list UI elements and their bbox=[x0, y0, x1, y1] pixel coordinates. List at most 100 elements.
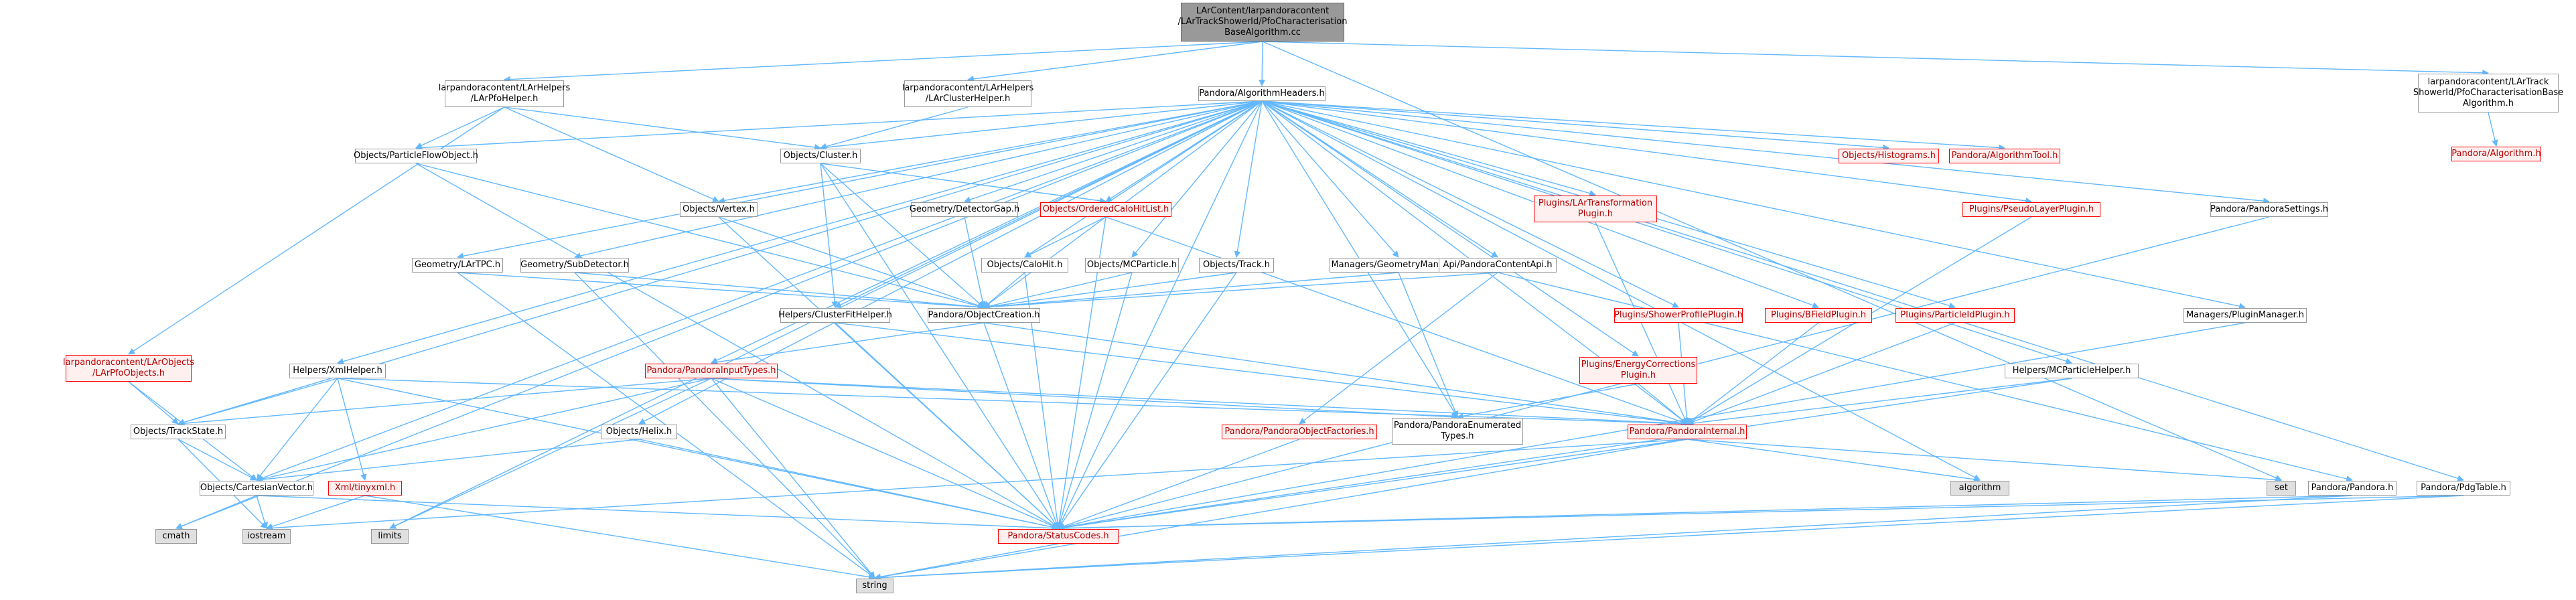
node-plugins-shower-profile[interactable]: Plugins/ShowerProfilePlugin.h bbox=[1614, 308, 1743, 323]
node-geometry-lartpc[interactable]: Geometry/LArTPC.h bbox=[412, 258, 503, 273]
node-objects-vertex[interactable]: Objects/Vertex.h bbox=[680, 202, 758, 217]
edge-pandora_pdgtable-to-pandora_statuscodes bbox=[1058, 495, 2464, 532]
node-lar-pfo-objects[interactable]: larpandoracontent/LArObjects /LArPfoObje… bbox=[63, 355, 194, 382]
edge-pandora_algheaders-to-plugins_energycorr bbox=[1261, 100, 1639, 357]
node-objects-track[interactable]: Objects/Track.h bbox=[1199, 258, 1274, 273]
node-lar-cluster-helper[interactable]: larpandoracontent/LArHelpers /LArCluster… bbox=[902, 80, 1033, 107]
node-pandora-status-codes[interactable]: Pandora/StatusCodes.h bbox=[998, 529, 1119, 544]
node-plugins-pseudo-layer[interactable]: Plugins/PseudoLayerPlugin.h bbox=[1962, 202, 2100, 217]
edge-lar_pfoobjects-to-objects_trackstate bbox=[128, 381, 179, 425]
edge-pandora_algheaders-to-pandora_statuscodes bbox=[1058, 100, 1263, 529]
node-objects-histograms[interactable]: Objects/Histograms.h bbox=[1839, 149, 1939, 163]
edge-pandora_objfactories-to-pandora_statuscodes bbox=[1058, 439, 1300, 530]
node-pandora-settings[interactable]: Pandora/PandoraSettings.h bbox=[2210, 202, 2328, 217]
node-std-string: string bbox=[856, 579, 893, 593]
node-objects-cartesian-vector[interactable]: Objects/CartesianVector.h bbox=[200, 481, 313, 496]
edge-pandora_algheaders-to-plugins_lartransform bbox=[1261, 100, 1596, 197]
edge-pandora_algheaders-to-helpers_mcparticle bbox=[1261, 100, 2072, 364]
node-managers-plugin-manager[interactable]: Managers/PluginManager.h bbox=[2184, 308, 2307, 323]
node-pandora-pandora[interactable]: Pandora/Pandora.h bbox=[2308, 481, 2396, 496]
node-pandora-input-types[interactable]: Pandora/PandoraInputTypes.h bbox=[645, 364, 778, 378]
edge-pandora_pandora-to-string bbox=[874, 495, 2353, 581]
edge-pandora_objcreation-to-pandora_internal bbox=[983, 322, 1688, 427]
node-root-file: LArContent/larpandoracontent /LArTrackSh… bbox=[1178, 3, 1347, 42]
node-objects-calo-hit[interactable]: Objects/CaloHit.h bbox=[981, 258, 1068, 273]
edge-lar_pfochar_h-to-pandora_algorithm bbox=[2488, 112, 2498, 147]
edge-pandora_algheaders-to-objects_cartvector bbox=[256, 100, 1263, 481]
edge-pandora_algheaders-to-geometry_detgap bbox=[964, 100, 1263, 203]
edge-geometry_lartpc-to-pandora_objcreation bbox=[457, 272, 985, 311]
node-plugins-lar-transformation[interactable]: Plugins/LArTransformation Plugin.h bbox=[1534, 196, 1657, 222]
edge-root-to-lar_pfochar_h bbox=[1262, 41, 2489, 76]
edge-objects_helix-to-pandora_statuscodes bbox=[638, 439, 1059, 530]
node-plugins-energy-corrections[interactable]: Plugins/EnergyCorrections Plugin.h bbox=[1579, 357, 1697, 384]
edge-lar_pfohelper-to-lar_pfoobjects bbox=[128, 106, 505, 355]
edge-pandora_internal-to-algorithm bbox=[1687, 439, 1981, 483]
edge-pandora_algheaders-to-plugins_pseudolayer bbox=[1261, 100, 2032, 204]
edge-api_contentapi-to-pandora_objfactories bbox=[1299, 272, 1498, 425]
edge-lar_clusterhelper-to-objects_cluster bbox=[820, 106, 969, 150]
node-objects-cluster[interactable]: Objects/Cluster.h bbox=[780, 149, 861, 163]
node-helpers-xml-helper[interactable]: Helpers/XmlHelper.h bbox=[289, 364, 386, 378]
node-geometry-detector-gap[interactable]: Geometry/DetectorGap.h bbox=[910, 202, 1019, 217]
edge-pandora_algheaders-to-geometry_lartpc bbox=[457, 100, 1263, 260]
node-geometry-subdetector[interactable]: Geometry/SubDetector.h bbox=[520, 258, 629, 273]
edge-objects_cluster-to-objects_orderedcalo bbox=[820, 163, 1106, 204]
edge-objects_orderedcalo-to-objects_calohit bbox=[1024, 216, 1106, 258]
edge-objects_helix-to-objects_cartvector bbox=[256, 439, 640, 483]
edge-objects_calohit-to-pandora_objcreation bbox=[983, 272, 1025, 308]
node-pandora-algorithm-headers[interactable]: Pandora/AlgorithmHeaders.h bbox=[1198, 86, 1326, 101]
node-plugins-bfield[interactable]: Plugins/BFieldPlugin.h bbox=[1765, 308, 1872, 323]
node-std-iostream: iostream bbox=[242, 529, 291, 544]
node-xml-tinyxml[interactable]: Xml/tinyxml.h bbox=[328, 481, 402, 496]
edge-pandora_algheaders-to-objects_track bbox=[1234, 100, 1263, 258]
edge-helpers_xml-to-pandora_statuscodes bbox=[337, 378, 1059, 530]
edge-objects_track-to-pandora_statuscodes bbox=[1058, 272, 1237, 529]
node-pandora-pandora-internal[interactable]: Pandora/PandoraInternal.h bbox=[1628, 425, 1747, 439]
node-lar-pfo-helper[interactable]: larpandoracontent/LArHelpers /LArPfoHelp… bbox=[439, 80, 570, 107]
node-std-limits: limits bbox=[371, 529, 409, 544]
node-std-algorithm: algorithm bbox=[1950, 481, 2009, 496]
edge-pandora_algheaders-to-objects_pfo bbox=[415, 100, 1263, 151]
node-managers-geometry-manager[interactable]: Managers/GeometryManager.h bbox=[1330, 258, 1468, 273]
node-pandora-object-factories[interactable]: Pandora/PandoraObjectFactories.h bbox=[1222, 425, 1377, 439]
edge-helpers_clusterfit-to-pandora_internal bbox=[835, 322, 1688, 427]
node-api-pandora-content-api[interactable]: Api/PandoraContentApi.h bbox=[1439, 258, 1557, 273]
edge-objects_cartvector-to-cmath bbox=[175, 495, 257, 530]
node-objects-track-state[interactable]: Objects/TrackState.h bbox=[131, 425, 226, 439]
node-pandora-algorithm[interactable]: Pandora/Algorithm.h bbox=[2451, 147, 2541, 161]
edge-pandora_algheaders-to-helpers_xml bbox=[337, 100, 1263, 365]
node-helpers-mc-particle-helper[interactable]: Helpers/MCParticleHelper.h bbox=[2005, 364, 2139, 378]
edge-pandora_algheaders-to-pandora_inputtypes bbox=[711, 100, 1263, 364]
edge-objects_cluster-to-pandora_statuscodes bbox=[820, 163, 1059, 529]
edge-pandora_algheaders-to-api_contentapi bbox=[1261, 100, 1498, 258]
node-objects-helix[interactable]: Objects/Helix.h bbox=[601, 425, 677, 439]
edge-pandora_algheaders-to-objects_histograms bbox=[1261, 100, 1889, 151]
edge-pandora_algheaders-to-pandora_algtool bbox=[1261, 100, 2005, 151]
edge-root-to-set bbox=[1262, 41, 2282, 481]
edge-pandora_algheaders-to-plugins_showerprofile bbox=[1261, 100, 1679, 308]
edge-xml_tinyxml-to-iostream bbox=[266, 495, 366, 530]
node-pandora-pdg-table[interactable]: Pandora/PdgTable.h bbox=[2417, 481, 2510, 496]
edge-managers_geometry-to-pandora_objcreation bbox=[983, 272, 1399, 311]
edge-objects_vertex-to-pandora_objcreation bbox=[718, 216, 985, 309]
node-objects-ordered-calo-hit-list[interactable]: Objects/OrderedCaloHitList.h bbox=[1040, 202, 1171, 217]
edge-helpers_xml-to-xml_tinyxml bbox=[337, 378, 367, 481]
edge-plugins_particleid-to-pandora_internal bbox=[1687, 322, 1956, 425]
node-plugins-particle-id[interactable]: Plugins/ParticleIdPlugin.h bbox=[1895, 308, 2015, 323]
edge-pandora_algheaders-to-geometry_subdet bbox=[574, 100, 1263, 259]
edge-helpers_clusterfit-to-pandora_statuscodes bbox=[835, 322, 1059, 529]
node-pandora-enumerated-types[interactable]: Pandora/PandoraEnumerated Types.h bbox=[1392, 418, 1523, 445]
node-objects-mc-particle[interactable]: Objects/MCParticle.h bbox=[1085, 258, 1179, 273]
node-helpers-cluster-fit-helper[interactable]: Helpers/ClusterFitHelper.h bbox=[778, 308, 892, 323]
node-std-set: set bbox=[2267, 481, 2296, 496]
node-objects-particle-flow-object[interactable]: Objects/ParticleFlowObject.h bbox=[354, 149, 478, 163]
edge-pandora_inputtypes-to-objects_cartvector bbox=[256, 378, 712, 482]
node-pandora-algorithm-tool[interactable]: Pandora/AlgorithmTool.h bbox=[1949, 149, 2060, 163]
edge-pandora_algheaders-to-pandora_pdgtable bbox=[1261, 100, 2464, 482]
edge-xml_tinyxml-to-string bbox=[364, 495, 875, 581]
node-lar-pfo-characterisation-header[interactable]: larpandoracontent/LArTrack ShowerId/PfoC… bbox=[2413, 74, 2563, 112]
edge-pandora_objcreation-to-pandora_inputtypes bbox=[711, 322, 985, 366]
edge-helpers_mcparticle-to-pandora_internal bbox=[1687, 378, 2072, 427]
node-pandora-object-creation[interactable]: Pandora/ObjectCreation.h bbox=[928, 308, 1040, 323]
